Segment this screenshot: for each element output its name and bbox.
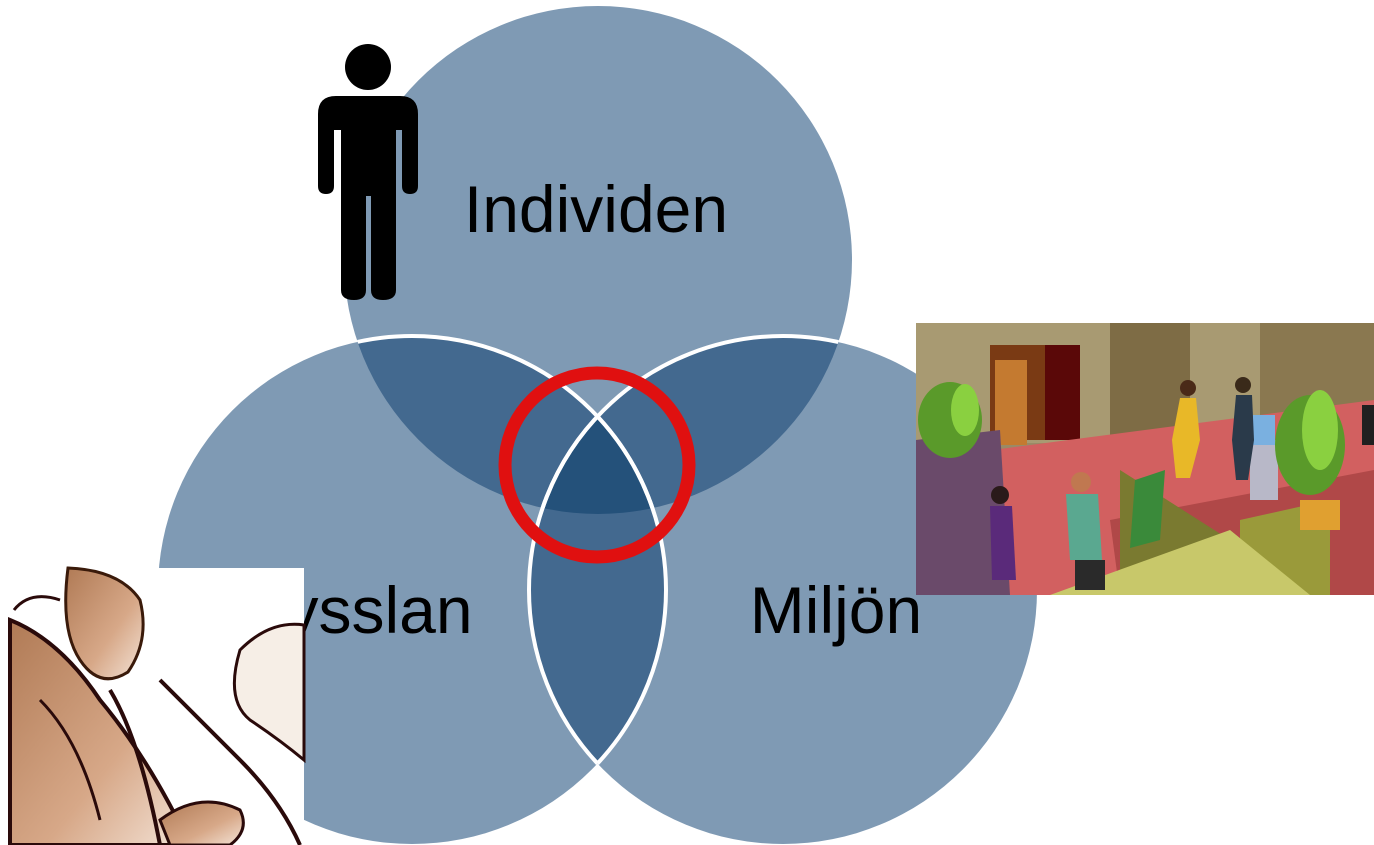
label-miljon: Miljön bbox=[750, 573, 922, 647]
writer-illustration bbox=[10, 568, 304, 845]
office-illustration bbox=[916, 323, 1374, 595]
label-individen: Individen bbox=[464, 172, 728, 246]
